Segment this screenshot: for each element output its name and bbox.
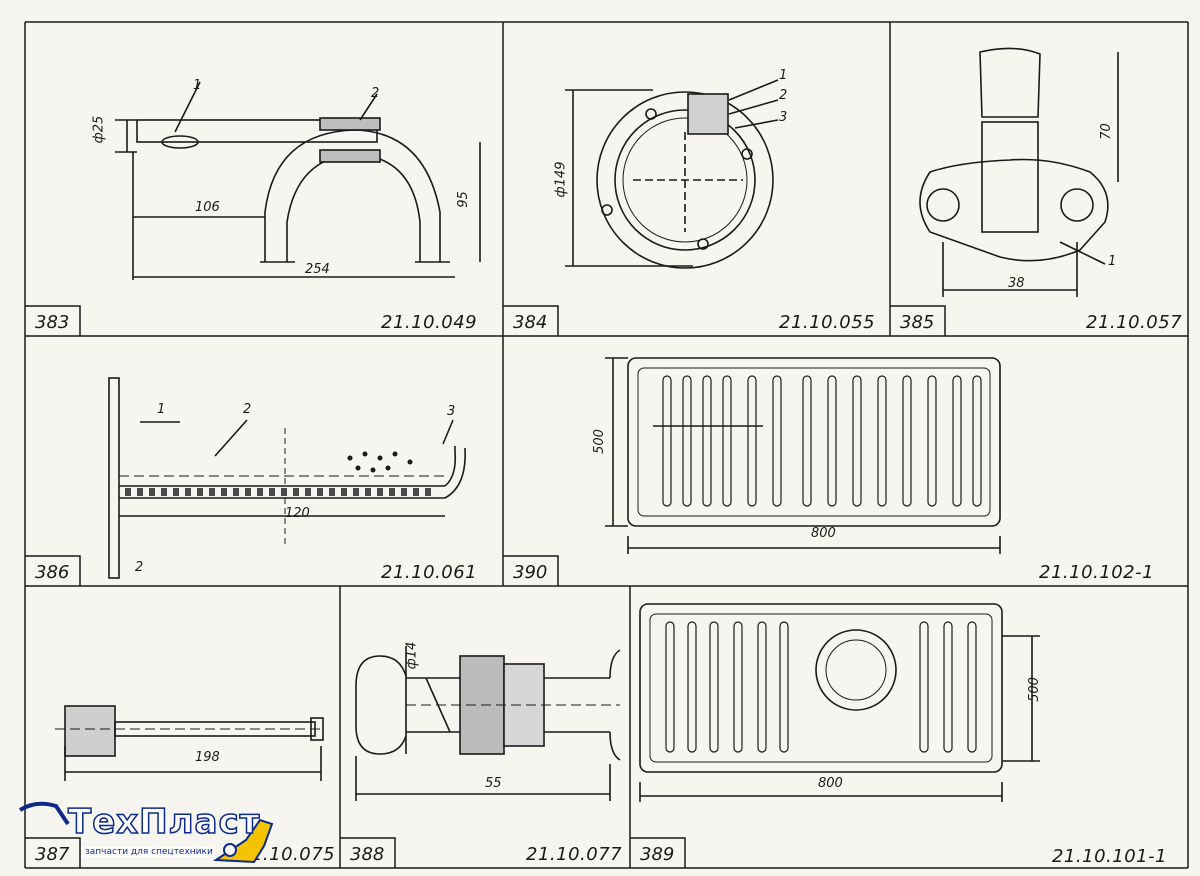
leader-3: 3: [447, 404, 456, 419]
leader-3: 3: [779, 110, 788, 125]
cell-386: 1 2 3 120 2 386 21.10.061: [25, 336, 503, 586]
fitting-drawing: [355, 646, 621, 801]
brand-watermark: ТехПласт запчасти для спецтехники: [16, 800, 286, 870]
part-code: 21.10.101-1: [1052, 846, 1168, 867]
part-code: 21.10.077: [526, 844, 623, 865]
dim-length: 55: [485, 776, 502, 791]
shift-fork-drawing: [115, 81, 481, 280]
dim-length: 120: [285, 506, 310, 521]
part-code: 21.10.049: [381, 312, 478, 333]
dim-thickness: 2: [135, 560, 144, 575]
dim-diameter: ф25: [91, 115, 107, 144]
dim-length: 800: [818, 776, 843, 791]
dim-height: 70: [1098, 123, 1114, 140]
dim-diameter: ф14: [404, 641, 420, 670]
cell-number: 388: [350, 844, 385, 865]
dim-length-254: 254: [305, 262, 330, 277]
part-code: 21.10.061: [381, 562, 478, 583]
rod-drawing: [55, 705, 325, 781]
tube-drawing: [108, 377, 466, 579]
cell-number: 390: [513, 562, 548, 583]
leader-2: 2: [371, 86, 380, 101]
brand-tagline: запчасти для спецтехники: [82, 847, 216, 857]
cell-number: 389: [640, 844, 675, 865]
brand-name: ТехПласт: [67, 801, 261, 843]
bracket-drawing: [919, 47, 1119, 297]
dim-width: 38: [1008, 276, 1025, 291]
cell-384: 1 2 3 ф149 384 21.10.055: [503, 22, 890, 336]
leader-1: 1: [1108, 254, 1117, 269]
dim-diameter: ф149: [553, 161, 569, 198]
cell-number: 387: [35, 844, 70, 865]
cell-number: 384: [513, 312, 548, 333]
oil-pan-drawing: [605, 357, 1001, 554]
part-code: 21.10.057: [1086, 312, 1183, 333]
cell-389: 500 800 389 21.10.101-1: [630, 586, 1188, 868]
cell-number: 386: [35, 562, 70, 583]
leader-1: 1: [779, 68, 788, 83]
part-code: 21.10.102-1: [1039, 562, 1155, 583]
clamp-ring-drawing: [565, 79, 779, 269]
dim-height-95: 95: [455, 191, 471, 208]
leader-1: 1: [193, 78, 202, 93]
cell-383: 1 2 ф25 106 254 95 383 21.10.049: [25, 22, 503, 336]
cell-number: 383: [35, 312, 70, 333]
excavator-logo-icon: [18, 801, 274, 864]
cell-390: 500 800 390 21.10.102-1: [503, 336, 1188, 586]
dim-length: 800: [811, 526, 836, 541]
part-code: 21.10.055: [779, 312, 876, 333]
cell-388: ф14 55 388 21.10.077: [340, 586, 630, 868]
cell-number: 385: [900, 312, 935, 333]
cell-385: 70 38 1 385 21.10.057: [890, 22, 1188, 336]
oil-pan-drawing: [639, 603, 1040, 802]
leader-1: 1: [157, 402, 166, 417]
leader-2: 2: [779, 88, 788, 103]
dim-width: 500: [1026, 677, 1042, 702]
dim-length-106: 106: [195, 200, 220, 215]
leader-2: 2: [243, 402, 252, 417]
dim-length: 198: [195, 750, 220, 765]
dim-width: 500: [591, 429, 607, 454]
